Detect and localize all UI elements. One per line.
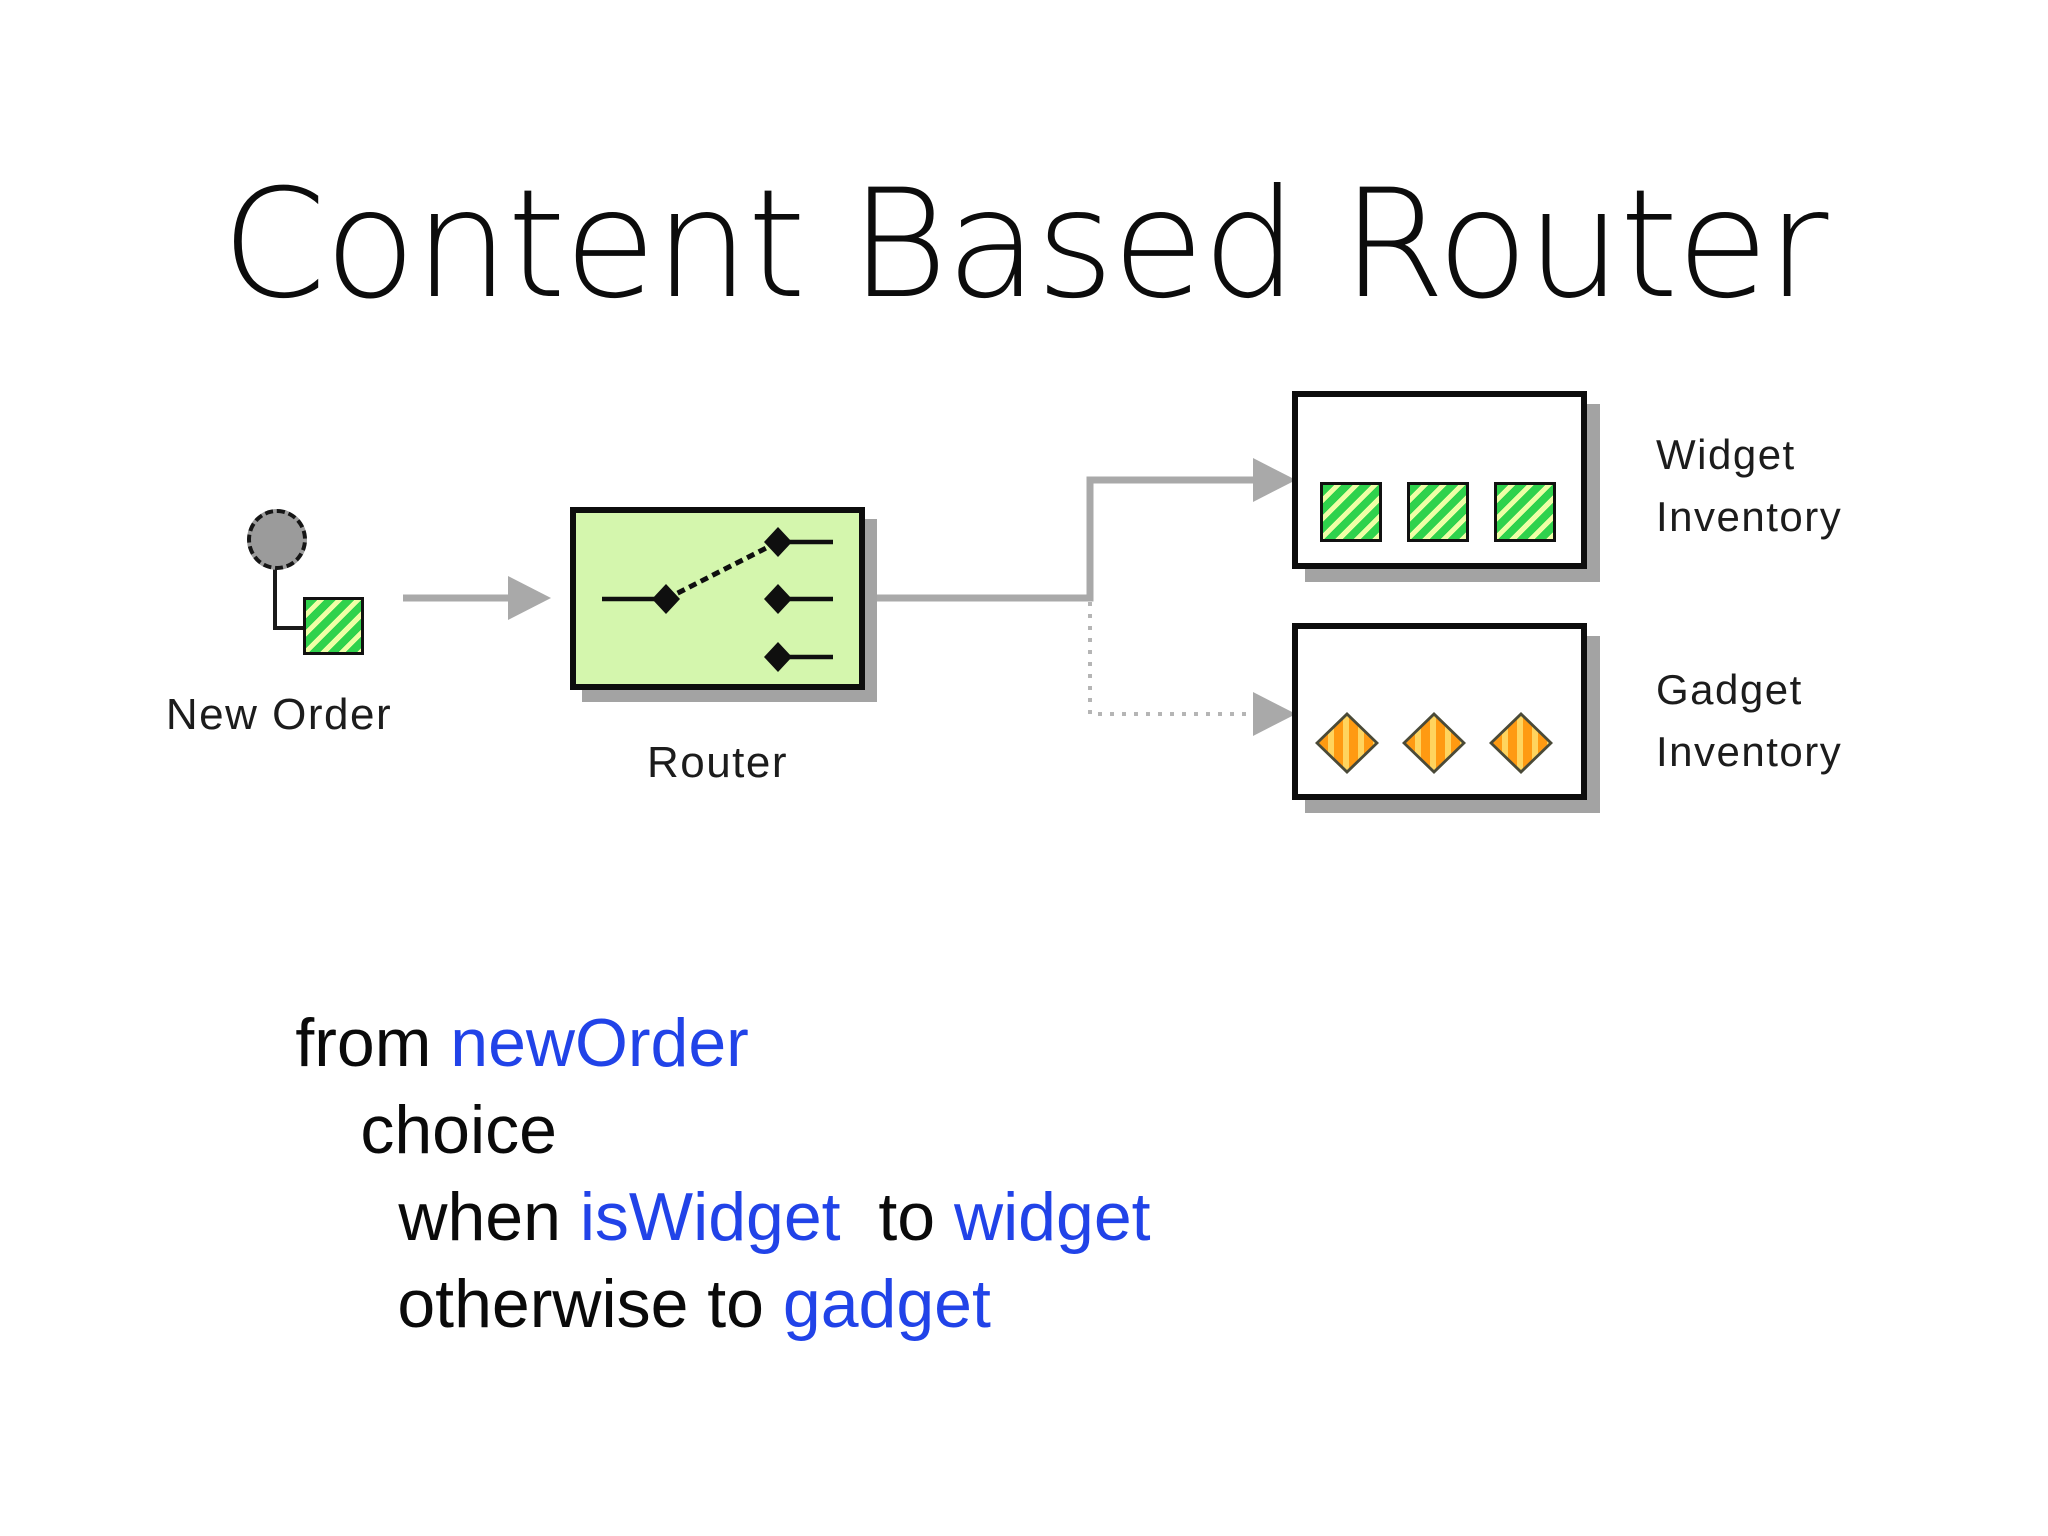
gadget-message-icon [1489, 712, 1553, 774]
page-title: Content Based Router [221, 158, 1829, 332]
widget-message-icon [1494, 482, 1556, 542]
message-arrow [403, 576, 551, 620]
router-box [570, 507, 865, 690]
gadget-inventory-label: Gadget Inventory [1656, 666, 1843, 775]
new-order-connector-line [273, 568, 304, 630]
widget-branch-arrow [864, 458, 1296, 602]
code-text: gadget [782, 1266, 991, 1342]
code-text: choice [360, 1092, 557, 1168]
code-text: from [295, 1005, 451, 1081]
gadget-message-icon [1402, 712, 1466, 774]
code-line-when: when isWidget to widget [285, 1100, 1151, 1334]
router-label: Router [646, 738, 789, 787]
gadget-inventory-box [1292, 623, 1587, 800]
gadget-branch-arrow-dotted [1088, 602, 1296, 736]
channel-circle-icon [247, 509, 307, 570]
code-text: otherwise to [397, 1266, 783, 1342]
code-text: to [840, 1179, 954, 1255]
switch-icon [602, 527, 833, 672]
code-text: isWidget [579, 1179, 841, 1255]
widget-inventory-box [1292, 391, 1587, 569]
new-order-label: New Order [165, 690, 393, 739]
code-text: widget [953, 1179, 1151, 1255]
code-line-from: from newOrder [182, 926, 749, 1160]
code-text: when [398, 1179, 580, 1255]
widget-message-icon [1320, 482, 1382, 542]
widget-message-icon [1407, 482, 1469, 542]
widget-inventory-label: Widget Inventory [1656, 431, 1843, 540]
gadget-message-icon [1315, 712, 1379, 774]
code-line-choice: choice [247, 1013, 557, 1247]
code-text: newOrder [450, 1005, 749, 1081]
new-order-message-icon [303, 597, 364, 655]
code-line-otherwise: otherwise to gadget [284, 1187, 991, 1421]
